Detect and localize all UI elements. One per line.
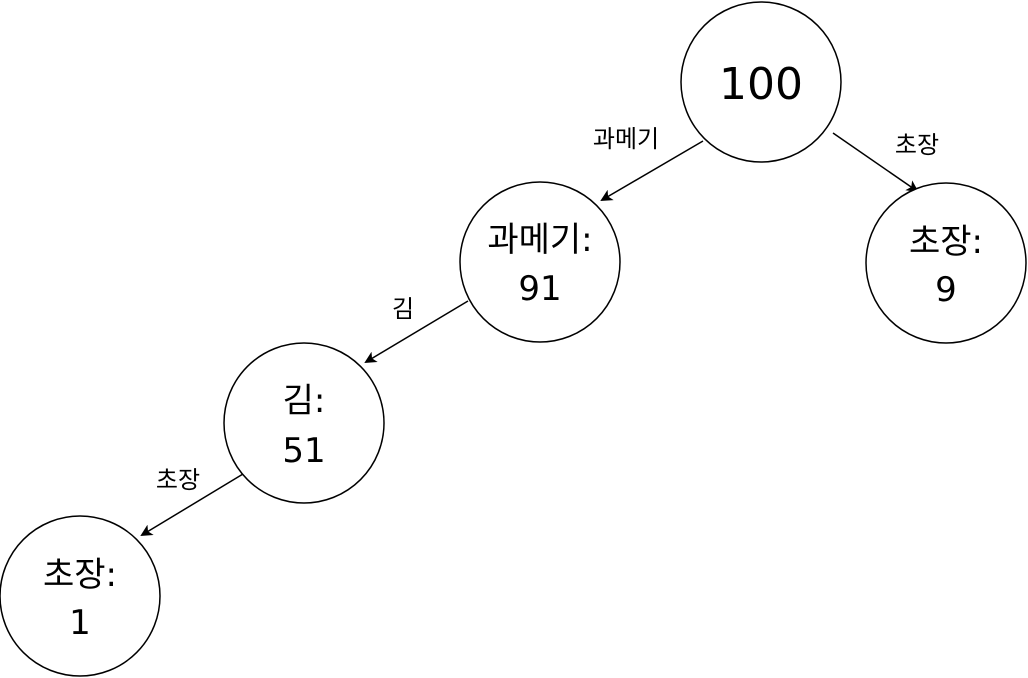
edge-root-to-chojang	[832, 132, 919, 193]
node-chojang-bottom-label: 초장:	[43, 555, 117, 595]
node-gim: 김: 51	[223, 342, 385, 504]
node-gwamegi-label: 과메기:	[487, 220, 592, 260]
node-root: 100	[680, 1, 842, 163]
node-chojang-bottom-value: 1	[69, 603, 91, 643]
edge-gim-to-chojang	[140, 473, 244, 537]
node-chojang-right-label: 초장:	[909, 222, 983, 262]
node-gwamegi: 과메기: 91	[459, 181, 621, 343]
node-root-value: 100	[719, 59, 803, 110]
node-chojang-right-value: 9	[935, 270, 957, 310]
edge-label-chojang-right: 초장	[895, 131, 939, 159]
node-gim-label: 김:	[283, 381, 326, 421]
node-gwamegi-value: 91	[518, 269, 561, 309]
edge-label-gwamegi: 과메기	[593, 125, 659, 153]
edge-label-gim: 김	[392, 295, 414, 323]
edge-root-to-gwamegi	[600, 140, 704, 202]
edge-label-chojang-bottom: 초장	[156, 466, 200, 494]
node-chojang-bottom: 초장: 1	[0, 515, 161, 677]
node-chojang-right: 초장: 9	[865, 182, 1027, 344]
node-gim-value: 51	[282, 431, 325, 471]
edge-gwamegi-to-gim	[364, 300, 469, 364]
